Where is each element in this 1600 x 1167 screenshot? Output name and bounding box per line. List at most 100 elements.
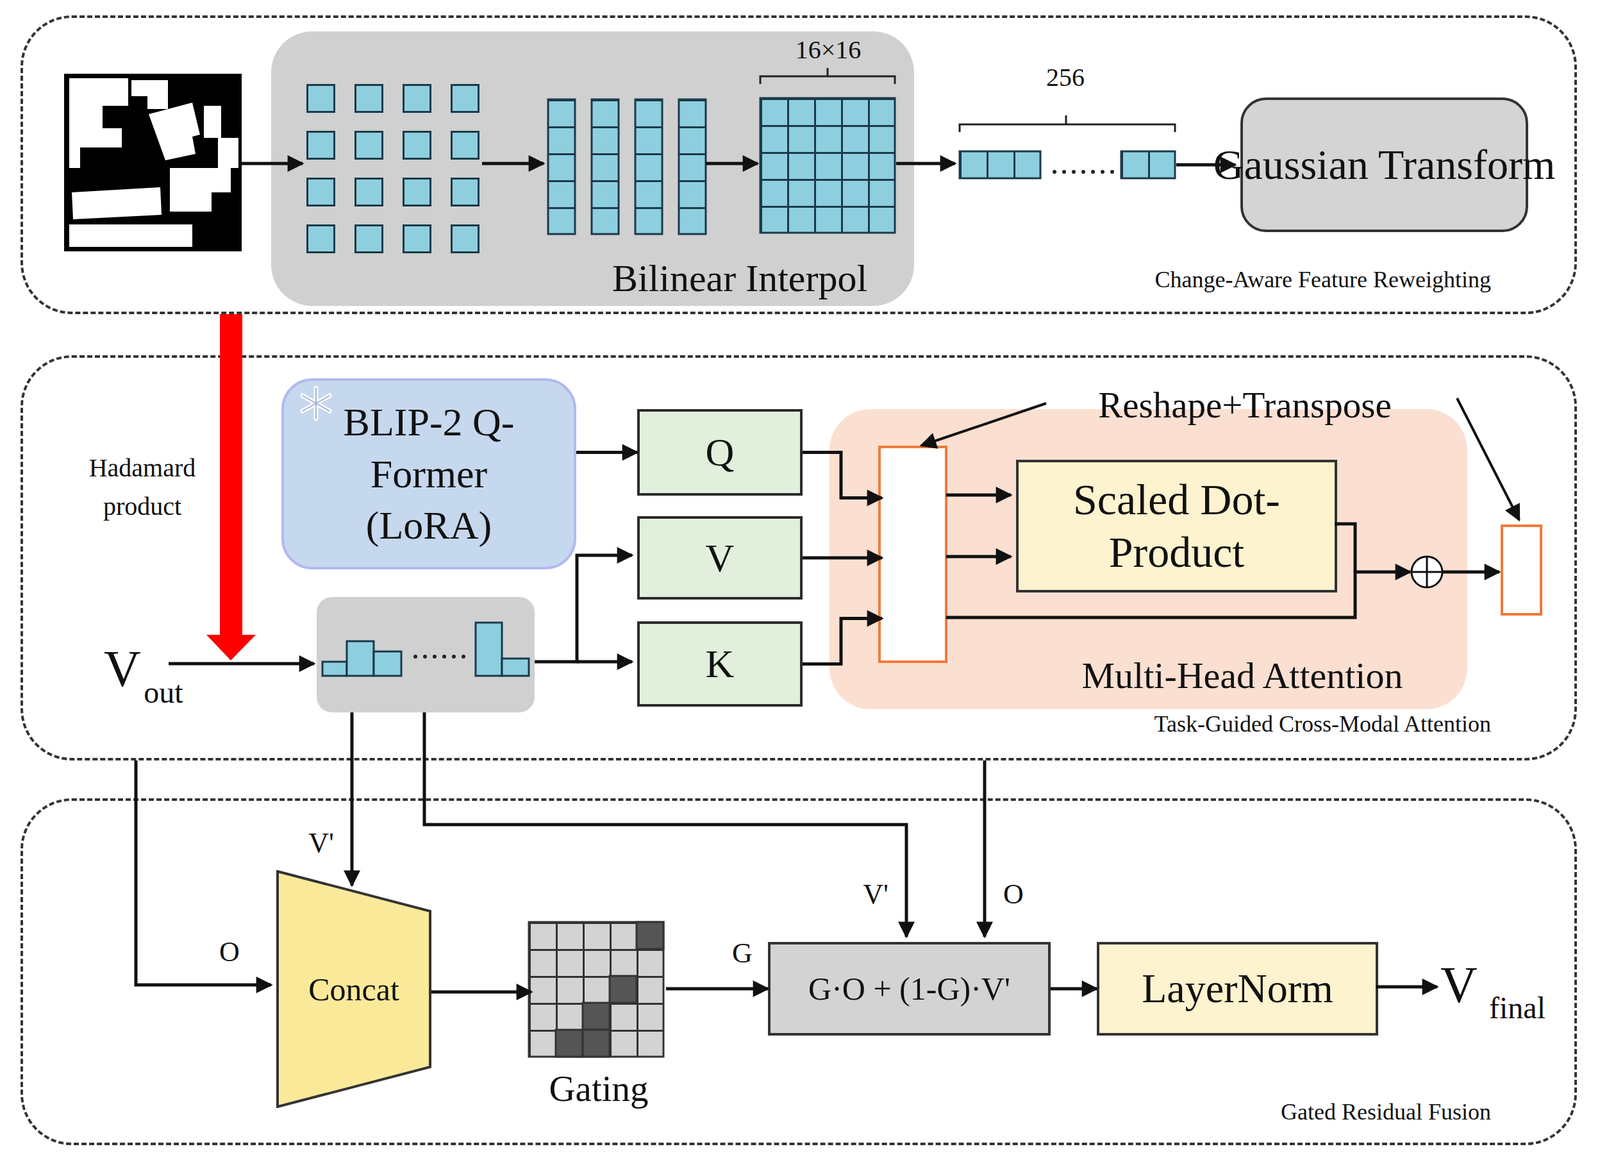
model-box: BLIP-2 Q-Former (LoRA) [281,378,577,570]
sparse-grid [306,83,480,254]
flow-arrow [168,662,315,666]
ellipsis-dot [451,654,456,659]
flow-arrow [1442,570,1500,574]
gate-matrix [528,921,664,1057]
gate-cell [609,975,637,1003]
hadamard-arrow-head [206,634,256,661]
histogram-bar [322,661,347,676]
node-label: Concat [308,969,400,1009]
layernorm-box: LayerNorm [1096,941,1379,1036]
flow-arrow [350,712,354,886]
flow-arrow [576,660,633,664]
flow-arrow [135,760,272,985]
column-outline [678,99,706,234]
text-label: final [1489,989,1546,1027]
gate-cell [582,1002,610,1030]
ellipsis-dot [1071,169,1076,174]
flow-arrow [896,162,956,166]
leader-arrow [1457,398,1520,520]
token-box [316,596,535,713]
text-label: V' [862,877,889,912]
node-label: Gating [548,1066,649,1111]
ellipsis-dot [1110,169,1115,174]
trapezoid-shape [277,871,431,1107]
column-outline [591,99,619,234]
output-tensor [1501,525,1542,615]
text-label: Hadamard product [65,448,220,526]
process-box: Gaussian Transform [1240,97,1529,233]
ellipsis-dot [432,654,437,659]
ellipsis-dot [1062,169,1067,174]
head-tensor [879,446,947,662]
section-band: Gated Residual FusionConcatGatingG·O + (… [20,798,1577,1145]
arrow-connector [576,450,638,454]
flow-arrow [1176,163,1236,167]
flow-arrow [241,162,303,166]
ellipsis-dot [442,654,447,659]
building-shape [148,102,200,161]
attention-region: Multi-Head Attention Scaled Dot-Product [829,408,1468,709]
column-grid [548,99,706,234]
hadamard-arrow [219,314,243,636]
add-symbol [1411,556,1443,588]
gate-cell [636,921,664,949]
process-box: Scaled Dot-Product [1016,459,1338,593]
node-label: LayerNorm [1141,964,1334,1014]
building-shape [69,224,193,247]
arrow-connector [802,556,883,560]
frozen-icon [302,387,330,419]
building-shape [69,78,129,168]
node-label: Gaussian Transform [1213,140,1556,190]
node-label: G·O + (1-G)·V' [808,969,1011,1008]
building-shape [217,137,239,168]
node-label: Scaled Dot-Product [1035,473,1318,579]
residual-arrow [946,571,1411,618]
section-band: Change-Aware Feature ReweightingBilinear… [20,15,1577,315]
ellipsis-dot [413,654,418,659]
flow-arrow [946,493,1011,497]
fusion-formula-box: G·O + (1-G)·V' [767,941,1051,1036]
gate-cell [555,1029,583,1057]
ellipsis-dot [1052,169,1057,174]
ellipsis-dot [461,654,466,659]
building-shape [131,80,168,109]
node-label: BLIP-2 Q-Former (LoRA) [332,396,525,552]
flow-arrow [1375,985,1438,989]
dense-grid [760,98,895,233]
frozen-icon [302,387,330,419]
text-label: V [103,637,142,700]
node-label: Gated Residual Fusion [1280,1098,1492,1126]
leader-arrow [921,403,1047,446]
text-label: 256 [1046,62,1085,93]
histogram-bar [373,651,402,676]
node-label: K [705,639,735,688]
size-bracket [760,67,895,84]
flow-line [1334,523,1356,572]
node-label: Bilinear Interpol [612,255,868,302]
arrow-connector [666,987,768,991]
edge-label: G [732,936,753,971]
flow-arrow [534,555,633,662]
section-band: Task-Guided Cross-Modal AttentionBLIP-2 … [20,355,1577,761]
text-label: V [1440,953,1478,1016]
node-label: Multi-Head Attention [1082,653,1404,699]
vector-cells [959,151,1041,179]
vector-cells [1121,151,1175,179]
histogram-bar [501,658,529,676]
node-label: Q [705,428,735,476]
size-bracket [959,115,1175,133]
projection-box: K [637,621,803,707]
flow-arrow [946,555,1011,559]
arrow-connector [1050,987,1097,991]
arrow-connector [802,452,883,499]
text-label: O [1003,877,1024,912]
column-outline [548,99,575,234]
flow-arrow [424,712,907,937]
node-label: V [705,533,735,582]
arrow-connector [802,618,883,665]
arrow-connector [431,990,532,994]
building-shape [169,167,231,212]
interpolation-block: Bilinear Interpol [271,31,915,306]
column-outline [635,99,663,234]
gating-matrix: Gating [531,924,667,1059]
